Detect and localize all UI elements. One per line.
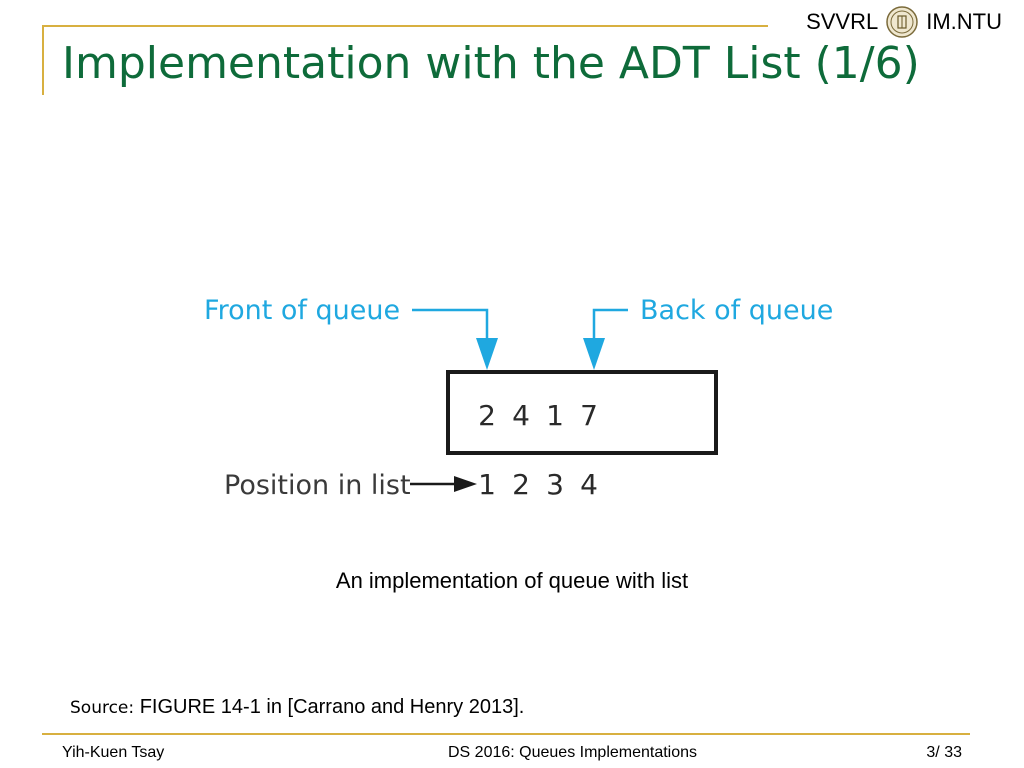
footer-course: DS 2016: Queues Implementations — [448, 744, 698, 761]
position-number: 4 — [580, 468, 598, 501]
page-separator: / — [935, 744, 940, 761]
back-arrow-line — [592, 308, 628, 340]
source-label: Source: — [70, 698, 135, 718]
back-arrow-head — [583, 338, 605, 370]
footer-rule — [42, 733, 970, 735]
list-items: 2 4 1 7 — [478, 399, 598, 432]
footer-author: Yih-Kuen Tsay — [62, 744, 165, 761]
list-item: 2 — [478, 399, 496, 432]
university-seal-icon — [886, 6, 918, 38]
page-title: Implementation with the ADT List (1/6) — [62, 38, 920, 89]
position-number: 3 — [546, 468, 564, 501]
source-text: FIGURE 14-1 in [Carrano and Henry 2013]. — [139, 696, 525, 718]
front-arrow-head — [476, 338, 498, 370]
front-of-queue-label: Front of queue — [204, 295, 400, 326]
source-note: Source: FIGURE 14-1 in [Carrano and Henr… — [70, 696, 524, 719]
list-item: 1 — [546, 399, 564, 432]
page-total: 33 — [944, 744, 962, 761]
position-number: 2 — [512, 468, 530, 501]
front-arrow-line — [412, 308, 489, 340]
figure-caption: An implementation of queue with list — [335, 568, 689, 593]
position-numbers: 1 2 3 4 — [478, 468, 598, 501]
footer-page-number: 3/ 33 — [926, 744, 962, 762]
position-in-list-label: Position in list — [224, 470, 411, 501]
list-box — [446, 370, 718, 455]
header-side-rule — [42, 25, 44, 95]
position-number: 1 — [478, 468, 496, 501]
page-current: 3 — [926, 744, 936, 761]
brand-svvrl: SVVRL — [806, 9, 879, 34]
back-of-queue-label: Back of queue — [640, 295, 833, 326]
position-arrow-head — [454, 476, 477, 492]
header-rule — [42, 25, 768, 27]
brand-imntu: IM.NTU — [926, 9, 1002, 34]
list-item: 7 — [580, 399, 598, 432]
header-brand: SVVRL IM.NTU — [806, 6, 1002, 38]
list-item: 4 — [512, 399, 530, 432]
